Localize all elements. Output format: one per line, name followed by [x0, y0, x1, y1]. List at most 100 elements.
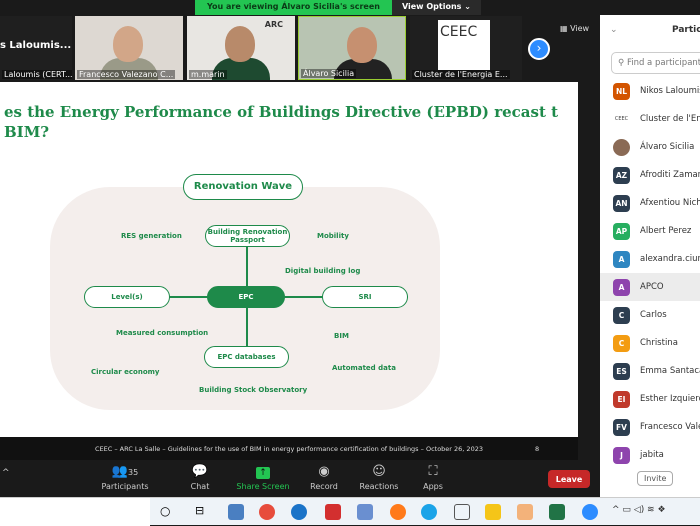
file-explorer-icon[interactable] — [485, 504, 501, 520]
windows-taskbar: ○ ⊟ ^ ▭ ◁) ≋ ❖ — [0, 497, 700, 526]
footer-text: CEEC – ARC La Salle – Guidelines for the… — [95, 444, 483, 453]
reactions-icon: ☺ — [372, 464, 386, 479]
panel-title: Partici — [672, 25, 700, 35]
participant-name: Afroditi Zamani — [640, 170, 700, 180]
participant-row[interactable]: CEEC Cluster de l'Ene — [600, 105, 700, 133]
participant-avatar: AP — [613, 222, 630, 240]
participant-avatar: CEEC — [613, 110, 630, 128]
participant-name: Carlos — [640, 310, 667, 320]
participant-avatar: NL — [613, 82, 630, 100]
sri-node: SRI — [322, 286, 408, 308]
reactions-label: Reactions — [359, 482, 399, 491]
caret-up-icon[interactable]: ^ — [2, 468, 10, 478]
participants-icon: 👥35 — [111, 464, 139, 479]
participants-label: Participants — [101, 482, 149, 491]
reader-icon[interactable] — [357, 504, 373, 520]
chat-icon: 💬 — [191, 464, 209, 479]
participant-row[interactable]: C Christina — [600, 329, 700, 357]
chat-button[interactable]: 💬 Chat — [170, 464, 230, 491]
video-tile-cluster[interactable]: CEEC Cluster de l'Energia E... — [410, 16, 522, 80]
apps-label: Apps — [423, 482, 443, 491]
search-circle-icon[interactable]: ○ — [160, 504, 171, 518]
firefox-icon[interactable] — [390, 504, 406, 520]
participant-name: Christina — [640, 338, 678, 348]
apps-button[interactable]: ⛶ Apps — [403, 464, 463, 491]
screen-share-banner: You are viewing Álvaro Sicilia's screen … — [195, 0, 481, 15]
participant-avatar: EI — [613, 390, 630, 408]
participant-name: Esther Izquierd — [640, 394, 700, 404]
view-label: View — [570, 24, 590, 33]
diagram-label: RES generation — [121, 232, 182, 240]
record-label: Record — [310, 482, 338, 491]
record-icon: ◉ — [318, 464, 330, 479]
app-icon[interactable] — [228, 504, 244, 520]
participant-name: Cluster de l'Ene — [640, 114, 700, 124]
collapse-chevron-icon[interactable]: ⌄ — [610, 25, 618, 35]
acrobat-icon[interactable] — [325, 504, 341, 520]
video-tile-laloumis[interactable]: s Laloumis... Laloumis (CERT... — [0, 16, 72, 80]
find-participant-input[interactable]: ⚲ Find a participant — [611, 52, 700, 74]
view-options-button[interactable]: View Options ⌄ — [391, 0, 481, 15]
renovation-wave-node: Renovation Wave — [183, 174, 303, 200]
epc-node: EPC — [207, 286, 285, 308]
app-icon[interactable] — [517, 504, 533, 520]
participants-panel: ⌄ Partici ⚲ Find a participant NL Nikos L… — [600, 15, 700, 497]
leave-button[interactable]: Leave — [548, 470, 590, 488]
participant-row[interactable]: FV Francesco Valez — [600, 413, 700, 441]
next-videos-button[interactable]: › — [528, 38, 550, 60]
participant-row[interactable]: A APCO — [600, 273, 700, 301]
task-view-icon[interactable]: ⊟ — [195, 504, 205, 517]
feedback-icon[interactable] — [454, 504, 470, 520]
shared-slide: es the Energy Performance of Buildings D… — [0, 82, 578, 437]
chat-label: Chat — [190, 482, 210, 491]
participant-avatar: A — [613, 250, 630, 268]
search-placeholder: Find a participant — [626, 58, 700, 68]
participant-avatar: AN — [613, 194, 630, 212]
record-button[interactable]: ◉ Record — [294, 464, 354, 491]
excel-icon[interactable] — [549, 504, 565, 520]
apps-icon: ⛶ — [428, 464, 438, 479]
ceec-logo: CEEC — [438, 20, 490, 70]
invite-button[interactable]: Invite — [637, 471, 674, 486]
page-number: 8 — [535, 444, 540, 453]
participant-row[interactable]: EI Esther Izquierd — [600, 385, 700, 413]
video-tile-mmarin[interactable]: ARC m.marin — [187, 16, 295, 80]
thunderbird-icon[interactable] — [291, 504, 307, 520]
reactions-button[interactable]: ☺ Reactions — [349, 464, 409, 491]
share-screen-button[interactable]: ↑Share Screen — [233, 464, 293, 491]
skype-icon[interactable] — [421, 504, 437, 520]
participant-name: alexandra.ciuriu — [640, 254, 700, 264]
chrome-icon[interactable] — [259, 504, 275, 520]
participant-row[interactable]: C Carlos — [600, 301, 700, 329]
participant-row[interactable]: Álvaro Sicilia — [600, 133, 700, 161]
epc-databases-node: EPC databases — [204, 346, 289, 368]
participant-name: APCO — [640, 282, 664, 292]
renovation-passport-node: Building Renovation Passport — [205, 225, 290, 247]
participant-avatar: FV — [613, 418, 630, 436]
participant-row[interactable]: AP Albert Perez — [600, 217, 700, 245]
viewing-label: You are viewing Álvaro Sicilia's screen — [195, 0, 392, 15]
participant-avatar: C — [613, 334, 630, 352]
participant-name: Francesco Valez — [640, 422, 700, 432]
view-button[interactable]: ▦ View — [560, 24, 590, 33]
participant-row[interactable]: NL Nikos Laloumis — [600, 77, 700, 105]
share-screen-icon: ↑ — [233, 464, 293, 482]
video-tile-francesco[interactable]: Francesco Valezano C... — [75, 16, 183, 80]
zoom-icon[interactable] — [582, 504, 598, 520]
participant-name: Nikos Laloumis — [640, 86, 700, 96]
system-tray-icons[interactable]: ^ ▭ ◁) ≋ ❖ — [612, 505, 666, 515]
video-tile-alvaro-active[interactable]: Álvaro Sicilia — [298, 16, 406, 80]
diagram-label: Measured consumption — [116, 329, 209, 337]
tile-big-name: s Laloumis... — [0, 40, 72, 51]
participant-name: Albert Perez — [640, 226, 692, 236]
levels-node: Level(s) — [84, 286, 170, 308]
participant-avatar: C — [613, 306, 630, 324]
participant-avatar: A — [613, 278, 630, 296]
